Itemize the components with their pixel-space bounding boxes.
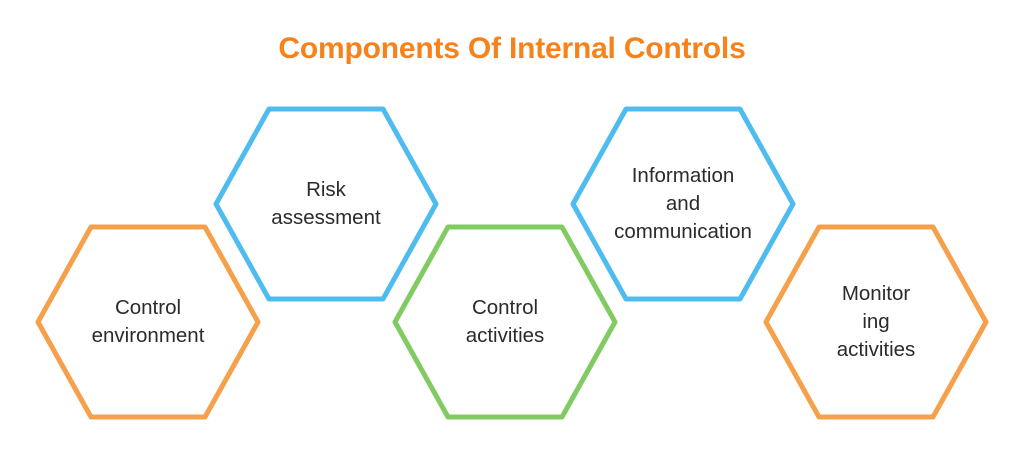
hexagon-monitoring-activities[interactable]: Monitor ing activities: [762, 223, 990, 421]
hexagon-control-activities[interactable]: Control activities: [391, 223, 619, 421]
hexagon-label: Control environment: [91, 296, 205, 347]
hexagon-shape-icon: [35, 224, 261, 420]
hexagon-shape-icon: [392, 224, 618, 420]
hexagon-shape-icon: [570, 106, 796, 302]
hexagon-label: Monitor ing activities: [836, 282, 916, 361]
hexagon-outline: [213, 106, 439, 302]
hexagon-outline: [763, 224, 989, 420]
hexagon-control-environment[interactable]: Control environment: [34, 223, 262, 421]
hexagon-risk-assessment[interactable]: Risk assessment: [212, 105, 440, 303]
hexagon-outline: [392, 224, 618, 420]
hexagon-label: Risk assessment: [271, 178, 381, 229]
hexagon-information-and-communication[interactable]: Information and communication: [569, 105, 797, 303]
hexagon-outline: [35, 224, 261, 420]
hexagon-outline: [570, 106, 796, 302]
hexagon-shape-icon: [213, 106, 439, 302]
page-title: Components Of Internal Controls: [278, 32, 746, 65]
hexagon-shape-icon: [763, 224, 989, 420]
hexagon-label: Information and communication: [614, 164, 752, 243]
hexagon-label: Control activities: [465, 296, 545, 347]
